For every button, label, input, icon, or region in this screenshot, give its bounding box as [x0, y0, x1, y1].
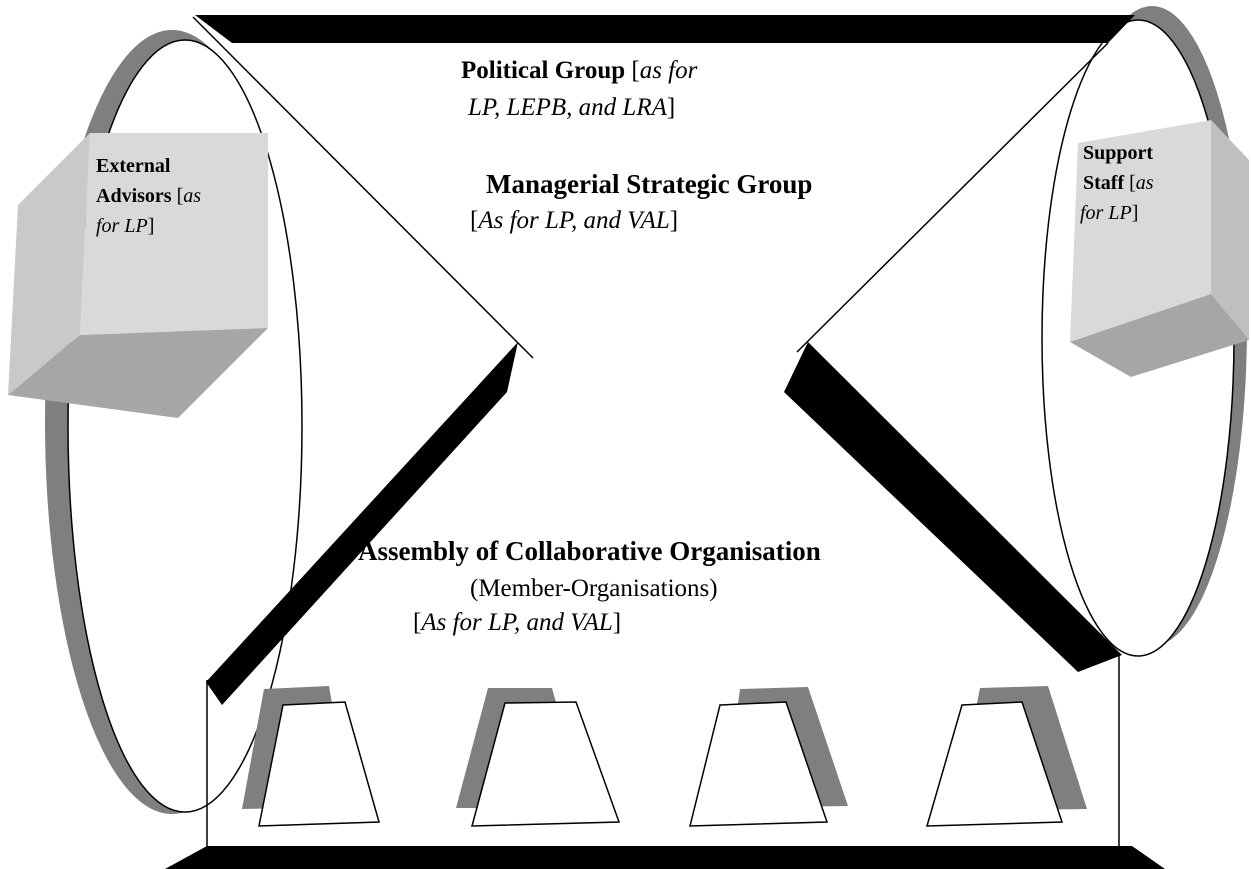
- support-staff-line2: Staff [as: [1083, 170, 1154, 196]
- assembly-note: [As for LP, and VAL]: [413, 607, 621, 639]
- bottom-bar: [165, 846, 1165, 869]
- top-bar: [195, 15, 1135, 43]
- political-group-note: as for: [639, 57, 698, 84]
- support-staff-line3: for LP]: [1080, 200, 1138, 226]
- managerial-group-note: [As for LP, and VAL]: [470, 205, 678, 237]
- member-organisation-1: [242, 686, 380, 827]
- bracket-open: [: [470, 207, 479, 234]
- member-organisation-shape: [689, 701, 829, 827]
- bracket-open: [: [625, 57, 640, 84]
- member-organisation-4: [925, 686, 1087, 827]
- external-advisors-line1: External: [96, 155, 171, 177]
- political-group-label: Political Group [as for: [461, 55, 697, 87]
- cube-front-face: [80, 133, 268, 335]
- political-group-note-line2: LP, LEPB, and LRA: [468, 94, 667, 121]
- support-staff-note: as: [1135, 172, 1154, 194]
- external-advisors-box: [8, 133, 268, 418]
- bracket-close: ]: [612, 609, 622, 636]
- external-advisors-line2: Advisors [as: [96, 183, 201, 209]
- bracket-close: ]: [666, 94, 676, 121]
- cube-bottom-face: [8, 328, 268, 418]
- cube-left-face: [8, 133, 90, 395]
- cube-right-face: [1211, 120, 1249, 340]
- political-group-label-line2: LP, LEPB, and LRA]: [468, 92, 675, 124]
- bracket-open: [: [171, 185, 184, 207]
- managerial-group-note-text: As for LP, and VAL: [478, 207, 670, 234]
- member-organisation-shape: [471, 701, 621, 827]
- member-organisation-2: [456, 688, 621, 827]
- right-diagonal-line: [796, 42, 1109, 353]
- external-advisors-note-line3: for LP: [96, 215, 148, 237]
- left-diagonal-bar: [206, 342, 518, 705]
- left-diagonal-line: [192, 16, 534, 359]
- support-staff-note-line3: for LP: [1080, 202, 1132, 224]
- assembly-title: Assembly of Collaborative Organisation: [358, 536, 821, 566]
- cube-bottom-face: [1070, 294, 1249, 377]
- bracket-open: [: [1124, 172, 1136, 194]
- bracket-open: [: [413, 609, 422, 636]
- bracket-close: ]: [669, 207, 679, 234]
- member-organisation-3: [689, 687, 848, 827]
- political-group-title: Political Group: [461, 57, 626, 84]
- external-advisors-title: Advisors: [96, 185, 172, 207]
- member-organisation-shape: [925, 701, 1064, 827]
- bracket-close: ]: [147, 215, 155, 237]
- cube-front-face: [1070, 120, 1211, 342]
- assembly-subtitle: (Member-Organisations): [470, 575, 718, 602]
- right-diagonal-bar: [784, 342, 1122, 672]
- support-staff-title: Staff: [1083, 172, 1125, 194]
- external-advisors-line3: for LP]: [96, 213, 154, 239]
- assembly-note-text: As for LP, and VAL: [421, 609, 613, 636]
- support-staff-line1: Support: [1083, 142, 1154, 164]
- external-advisors-note: as: [183, 185, 202, 207]
- member-organisation-shape: [258, 701, 380, 827]
- bracket-close: ]: [1131, 202, 1139, 224]
- support-staff-box: [1070, 120, 1249, 377]
- managerial-group-title: Managerial Strategic Group: [486, 169, 813, 199]
